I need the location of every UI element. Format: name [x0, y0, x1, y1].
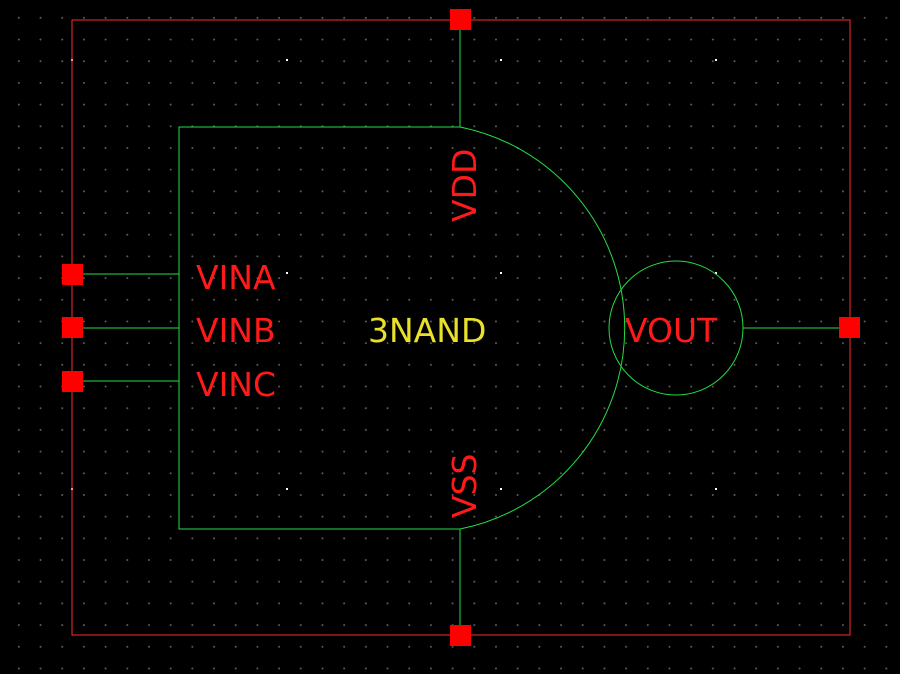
instance-label: 3NAND — [368, 311, 486, 350]
grid-dot — [286, 488, 288, 490]
pin-label-vinc: VINC — [196, 365, 276, 404]
pin-vss-terminal[interactable] — [450, 625, 471, 646]
pin-label-vdd: VDD — [445, 149, 484, 222]
grid-dot — [715, 59, 717, 61]
grid-dot — [715, 272, 717, 274]
grid-dot — [286, 59, 288, 61]
pin-label-vss: VSS — [445, 454, 484, 518]
pin-wires — [72, 20, 850, 635]
pin-vinb-terminal[interactable] — [62, 317, 83, 338]
pin-vdd-terminal[interactable] — [450, 9, 471, 30]
grid-dot — [500, 59, 502, 61]
pin-label-vinb: VINB — [196, 311, 276, 350]
grid-dot — [286, 272, 288, 274]
pin-vout-terminal[interactable] — [839, 317, 860, 338]
grid-dot — [500, 272, 502, 274]
nand-gate-body[interactable] — [178, 126, 626, 530]
pin-terminals — [62, 9, 860, 646]
pin-label-vina: VINA — [196, 258, 276, 297]
pin-vina-terminal[interactable] — [62, 264, 83, 285]
pin-label-vout: VOUT — [625, 311, 718, 350]
grid-dot — [715, 488, 717, 490]
grid-dot — [500, 488, 502, 490]
pin-vinc-terminal[interactable] — [62, 371, 83, 392]
